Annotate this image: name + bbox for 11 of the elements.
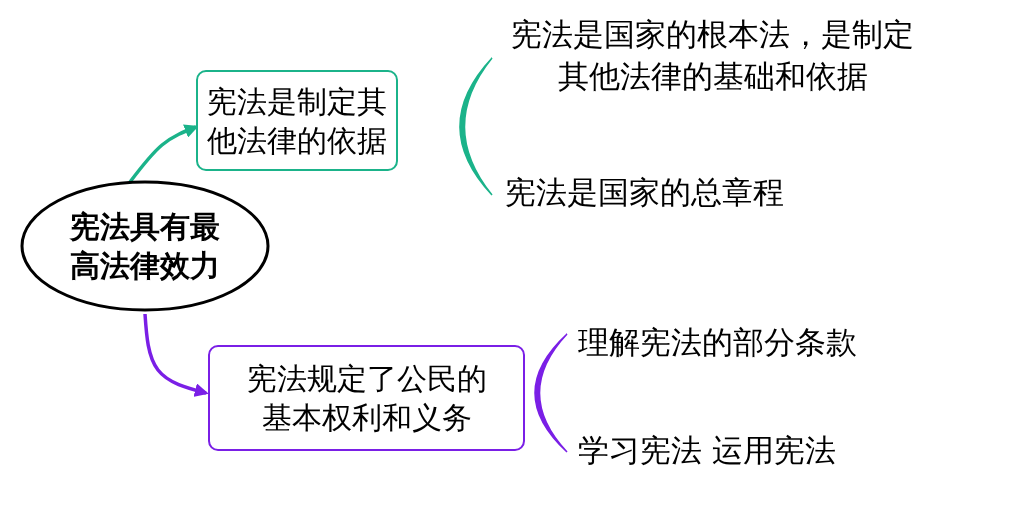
ellipse-node xyxy=(20,180,270,312)
bracket-text: 理解宪法的部分条款 xyxy=(578,323,858,362)
node-text: 宪法具有最高法律效力 xyxy=(68,208,221,285)
node-text: 宪法规定了公民的基本权利和义务 xyxy=(245,360,488,437)
node-text: 宪法是制定其他法律的依据 xyxy=(206,82,388,160)
bracket-text: 宪法是国家的总章程 xyxy=(505,173,785,212)
rounded-box xyxy=(208,345,525,451)
bracket-text: 学习宪法 运用宪法 xyxy=(578,431,837,470)
rounded-box xyxy=(196,70,398,171)
bracket-text: 宪法是国家的根本法，是制定其他法律的基础和依据 xyxy=(510,15,915,96)
arrow xyxy=(143,313,209,397)
